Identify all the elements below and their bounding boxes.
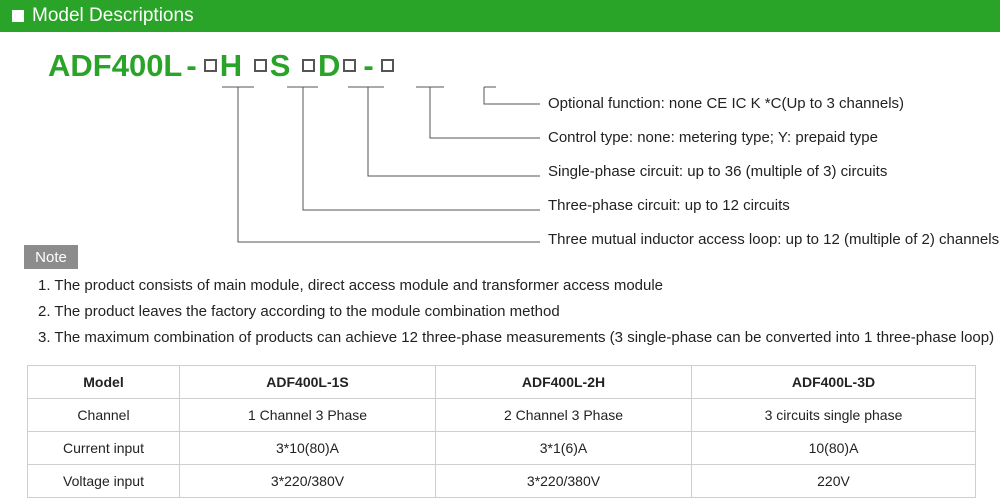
table-cell: 3*1(6)A [435,431,692,465]
table-cell: 220V [691,464,976,498]
spec-table: Model ADF400L-1S ADF400L-2H ADF400L-3D C… [27,365,976,498]
table-row: Channel 1 Channel 3 Phase 2 Channel 3 Ph… [27,398,976,432]
desc-mutual-inductor: Three mutual inductor access loop: up to… [548,231,1000,248]
table-header-cell: Model [27,365,180,399]
table-cell: 1 Channel 3 Phase [179,398,436,432]
placeholder-box-icon [203,59,217,73]
square-bullet-icon [12,10,24,22]
table-cell: 2 Channel 3 Phase [435,398,692,432]
note-item-2: 2. The product leaves the factory accord… [38,303,560,320]
table-header-cell: ADF400L-3D [691,365,976,399]
table-header-cell: ADF400L-1S [179,365,436,399]
leader-line-three-phase [302,87,540,211]
note-item-3: 3. The maximum combination of products c… [38,329,995,346]
table-header-cell: ADF400L-2H [435,365,692,399]
section-title: Model Descriptions [32,5,194,26]
model-prefix: ADF400L [48,48,183,83]
leader-line-optional [483,87,540,105]
placeholder-box-icon [253,59,267,73]
leader-lines [222,86,540,243]
table-cell: 3*220/380V [179,464,436,498]
leader-line-inductor [237,87,540,243]
model-code: ADF400L-H S D- [48,46,397,86]
desc-optional-function: Optional function: none CE IC K *C(Up to… [548,95,905,112]
desc-three-phase: Three-phase circuit: up to 12 circuits [548,197,790,214]
leader-line-control [429,87,540,139]
note-label: Note [24,245,78,269]
table-cell: Channel [27,398,180,432]
leader-line-single-phase [367,87,540,177]
table-cell: Voltage input [27,464,180,498]
model-letter-s: S [269,48,291,83]
desc-control-type: Control type: none: metering type; Y: pr… [548,129,878,146]
table-cell: 10(80)A [691,431,976,465]
model-dash: - [363,48,374,83]
table-row: Voltage input 3*220/380V 3*220/380V 220V [27,464,976,498]
table-cell: 3*10(80)A [179,431,436,465]
table-header-row: Model ADF400L-1S ADF400L-2H ADF400L-3D [27,365,976,399]
table-cell: 3 circuits single phase [691,398,976,432]
note-item-1: 1. The product consists of main module, … [38,277,664,294]
placeholder-box-icon [343,59,357,73]
model-letter-d: D [318,48,341,83]
desc-single-phase: Single-phase circuit: up to 36 (multiple… [548,163,888,180]
model-letter-h: H [219,48,243,83]
section-header: Model Descriptions [0,0,1000,32]
placeholder-box-icon [302,59,316,73]
table-row: Current input 3*10(80)A 3*1(6)A 10(80)A [27,431,976,465]
placeholder-box-icon [380,59,394,73]
table-cell: 3*220/380V [435,464,692,498]
table-cell: Current input [27,431,180,465]
model-dash: - [186,48,197,83]
